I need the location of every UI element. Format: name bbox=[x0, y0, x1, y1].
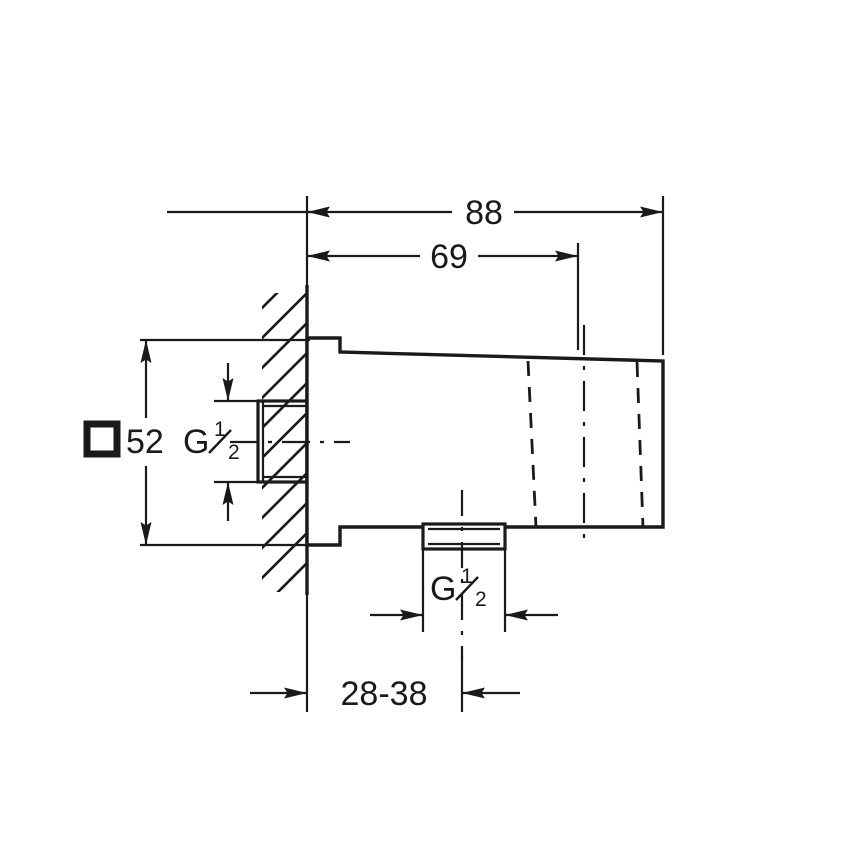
dimension-69: 69 bbox=[307, 238, 580, 350]
dimension-label-88: 88 bbox=[465, 194, 503, 232]
inlet-thread-label: G 1 2 bbox=[183, 418, 240, 464]
inlet-thread-numerator: 1 bbox=[214, 418, 226, 441]
dimension-28-38: 28-38 bbox=[250, 595, 520, 713]
outlet-thread-label: G 1 2 bbox=[430, 565, 487, 611]
square-symbol-icon bbox=[83, 420, 121, 458]
body-hidden-edges bbox=[526, 360, 645, 528]
outlet-elbow-body bbox=[305, 336, 665, 547]
dimension-label-28-38: 28-38 bbox=[341, 675, 428, 713]
outlet-thread-denominator: 2 bbox=[475, 588, 487, 611]
dimension-52: 52 bbox=[83, 338, 310, 547]
outlet-thread-dimension: G 1 2 bbox=[370, 549, 558, 632]
dimension-label-69: 69 bbox=[430, 238, 468, 276]
outlet-thread-numerator: 1 bbox=[461, 565, 473, 588]
inlet-thread-dimension: G 1 2 bbox=[183, 363, 262, 521]
inlet-thread-letter: G bbox=[183, 423, 209, 461]
dimension-label-52: 52 bbox=[126, 423, 164, 461]
outlet-fraction-bar bbox=[455, 576, 479, 601]
inlet-fraction-bar bbox=[208, 429, 232, 454]
center-lines bbox=[230, 325, 586, 660]
dimension-88: 88 bbox=[167, 194, 665, 355]
hidden-edge-front bbox=[526, 360, 538, 528]
inlet-thread-denominator: 2 bbox=[228, 441, 240, 464]
outlet-thread-letter: G bbox=[430, 570, 456, 608]
hidden-edge-rear bbox=[635, 361, 645, 528]
outlet-nipple bbox=[421, 522, 507, 551]
